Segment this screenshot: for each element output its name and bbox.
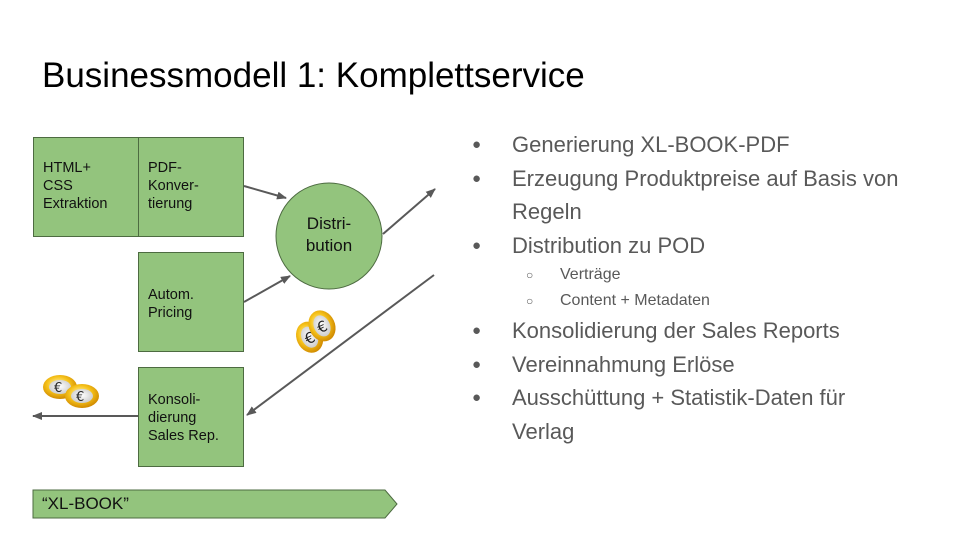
distribution-label-line: Distri- [306,214,352,233]
bullet-item: Distribution zu POD [470,229,940,263]
box-label-line: Extraktion [43,196,108,212]
box-label-line: Sales Rep. [148,428,219,444]
box-label-line: CSS [43,178,73,194]
box-label-line: dierung [148,410,197,426]
box-auto-pricing: Autom. Pricing [138,252,244,352]
bullet-item: Vereinnahmung Erlöse [470,348,940,382]
box-sales-consolidation: Konsoli- dierung Sales Rep. [138,367,244,467]
arrow-pricing-to-distribution [243,275,291,303]
distribution-node [275,182,383,290]
box-pdf-conversion: PDF- Konver- tierung [138,137,244,237]
box-label-line: PDF- [148,160,182,176]
arrow-revenue-in [246,274,435,416]
box-label-line: Konver- [148,178,199,194]
distribution-label-line: bution [305,236,353,255]
sub-bullet-item: Content + Metadaten [470,288,940,314]
xl-book-banner [32,489,398,519]
arrow-conversion-to-distribution [243,185,287,200]
box-html-css-extraction: HTML+ CSS Extraktion [33,137,139,237]
euro-coins-icon: € € [296,310,336,353]
xl-book-banner-label: “XL-BOOK” [42,494,129,513]
bullet-list: Generierung XL-BOOK-PDF Erzeugung Produk… [470,128,940,448]
bullet-item: Erzeugung Produktpreise auf Basis von Re… [470,162,912,229]
bullet-item: Konsolidierung der Sales Reports [470,314,940,348]
box-label-line: HTML+ [43,160,91,176]
box-label-line: Pricing [148,305,193,321]
box-label-line: Konsoli- [148,392,201,408]
svg-text:€: € [54,381,62,396]
sub-bullet-item: Verträge [470,262,940,288]
svg-text:€: € [76,390,84,405]
distribution-label: Distri- bution [276,213,382,257]
euro-coins-icon: € € [43,375,99,408]
bullet-item: Generierung XL-BOOK-PDF [470,128,940,162]
box-label-line: tierung [148,196,193,212]
arrow-distribution-out [382,188,436,235]
box-label-line: Autom. [148,287,194,303]
bullet-item: Ausschüttung + Statistik-Daten für Verla… [470,381,912,448]
slide-title: Businessmodell 1: Komplettservice [42,56,585,95]
